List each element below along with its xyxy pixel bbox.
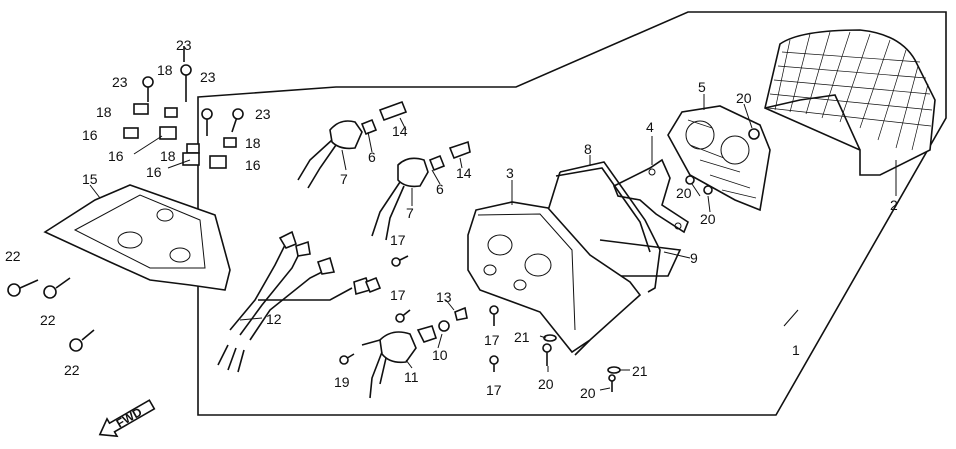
callout-18: 18 <box>160 148 176 164</box>
tail-lens <box>764 29 936 176</box>
callout-23: 23 <box>112 74 128 90</box>
callout-13: 13 <box>436 289 452 305</box>
bulb-socket-upper <box>297 100 408 189</box>
callout-18: 18 <box>96 104 112 120</box>
callout-22: 22 <box>5 248 21 264</box>
arrow-icon <box>98 399 156 438</box>
bolt-22-group <box>7 277 95 352</box>
callout-20: 20 <box>538 376 554 392</box>
callout-21: 21 <box>632 363 648 379</box>
assembly-outline <box>197 11 947 416</box>
callout-labels: 1 2 3 4 5 6 6 7 7 8 9 10 11 12 13 14 14 … <box>5 37 898 401</box>
callout-17: 17 <box>390 232 406 248</box>
callout-8: 8 <box>584 141 592 157</box>
callout-19: 19 <box>334 374 350 390</box>
callout-6: 6 <box>368 149 376 165</box>
screw-group <box>339 128 760 392</box>
callout-20: 20 <box>580 385 596 401</box>
callout-14: 14 <box>456 165 472 181</box>
callout-16: 16 <box>146 164 162 180</box>
license-socket <box>361 320 450 399</box>
reflector-housing <box>667 105 771 212</box>
callout-21: 21 <box>514 329 530 345</box>
callout-9: 9 <box>690 250 698 266</box>
mounting-plate <box>43 184 231 291</box>
callout-10: 10 <box>432 347 448 363</box>
callout-5: 5 <box>698 79 706 95</box>
callout-17: 17 <box>486 382 502 398</box>
callout-23: 23 <box>255 106 271 122</box>
callout-16: 16 <box>108 148 124 164</box>
callout-6: 6 <box>436 181 444 197</box>
callout-11: 11 <box>404 369 419 385</box>
wire-harness <box>217 230 382 373</box>
callout-3: 3 <box>506 165 514 181</box>
lamp-case <box>467 201 642 354</box>
callout-22: 22 <box>40 312 56 328</box>
callout-20: 20 <box>700 211 716 227</box>
callout-4: 4 <box>646 119 654 135</box>
callout-22: 22 <box>64 362 80 378</box>
callout-20: 20 <box>676 185 692 201</box>
forward-direction-arrow: FWD <box>98 399 156 438</box>
callout-7: 7 <box>340 171 348 187</box>
leader-lines <box>89 94 897 391</box>
callout-14: 14 <box>392 123 408 139</box>
hardware-cluster <box>123 46 244 169</box>
callout-18: 18 <box>245 135 261 151</box>
callout-7: 7 <box>406 205 414 221</box>
callout-23: 23 <box>200 69 216 85</box>
callout-1: 1 <box>792 342 800 358</box>
callout-23: 23 <box>176 37 192 53</box>
bulb-socket-lower <box>371 140 471 241</box>
callout-18: 18 <box>157 62 173 78</box>
callout-16: 16 <box>82 127 98 143</box>
callout-16: 16 <box>245 157 261 173</box>
callout-12: 12 <box>266 311 282 327</box>
callout-17: 17 <box>484 332 500 348</box>
callout-15: 15 <box>82 171 98 187</box>
mount-bracket <box>612 158 689 234</box>
callout-2: 2 <box>890 197 898 213</box>
callout-20: 20 <box>736 90 752 106</box>
callout-17: 17 <box>390 287 406 303</box>
